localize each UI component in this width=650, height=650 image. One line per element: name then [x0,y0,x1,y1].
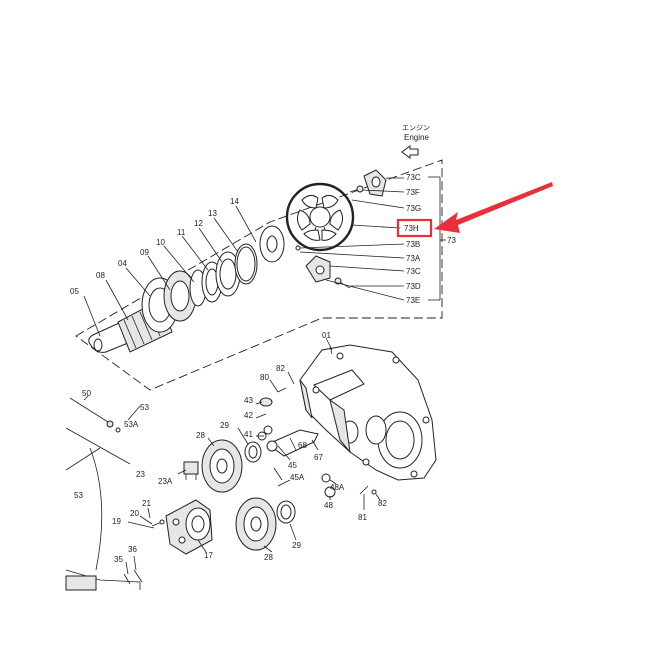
label-36: 36 [128,545,137,554]
label-21: 21 [142,499,151,508]
label-73A: 73A [406,254,421,263]
label-28-top: 28 [196,431,205,440]
label-48: 48 [324,501,333,510]
label-73D: 73D [406,282,421,291]
label-45A: 45A [290,473,305,482]
label-13: 13 [208,209,217,218]
label-14: 14 [230,197,239,206]
label-23A: 23A [158,477,173,486]
engine-mark: エンジン [402,125,430,132]
label-04: 04 [118,259,127,268]
label-73E: 73E [406,296,420,305]
label-82-bottom: 82 [378,499,387,508]
leader-lines-73 [299,176,446,301]
label-73H: 73H [404,224,419,233]
label-53-top: 53 [140,403,149,412]
label-05: 05 [70,287,79,296]
engine-label: Engine [404,133,429,142]
engine-arrow-icon [401,145,419,159]
seal-29-upper [244,441,262,463]
label-28-bottom: 28 [264,553,273,562]
label-82-top: 82 [276,364,285,373]
bolt-73F [349,185,364,193]
label-73C-top: 73C [406,173,421,182]
pump-17 [165,499,213,555]
label-50: 50 [82,389,91,398]
part-labels: 05 08 04 09 10 11 12 13 14 01 82 80 43 4… [70,197,387,564]
label-29-bottom: 29 [292,541,301,550]
label-42: 42 [244,411,253,420]
label-81: 81 [358,513,367,522]
flange-73C [363,169,387,197]
frame-partial [65,427,143,591]
highlight-arrow-icon [434,182,553,233]
label-19: 19 [112,517,121,526]
label-29-top: 29 [220,421,229,430]
coupling-circle [285,182,355,252]
label-73-group: 73 [447,236,456,245]
highlight-box [396,218,433,238]
label-17: 17 [204,551,213,560]
gear-28-upper [201,439,243,493]
seal-29-lower [276,500,296,524]
label-35: 35 [114,555,123,564]
flange-73A [305,255,331,283]
switch-23 [183,461,199,480]
label-73C-bottom: 73C [406,267,421,276]
label-23: 23 [136,470,145,479]
coupling-element [285,182,355,252]
label-67: 67 [314,453,323,462]
engine-direction: エンジン Engine [401,125,430,159]
lever-67-68 [266,429,319,457]
housing-01 [299,344,437,481]
shaft-assembly [88,225,285,353]
label-43: 43 [244,396,253,405]
leader-lines-parts [83,205,381,575]
label-73B: 73B [406,240,420,249]
label-53-left: 53 [74,491,83,500]
small-parts [69,387,377,527]
label-48A: 48A [330,483,345,492]
label-68: 68 [298,441,307,450]
label-80: 80 [260,373,269,382]
gear-28-lower [235,497,277,551]
label-12: 12 [194,219,203,228]
labels-73: 73C 73F 73G 73H 73B 73A 73C 73D 73E 73 [404,173,456,305]
label-08: 08 [96,271,105,280]
label-73F: 73F [406,188,420,197]
label-73G: 73G [406,204,421,213]
assembly-boundary [75,159,443,391]
label-10: 10 [156,238,165,247]
label-09: 09 [140,248,149,257]
label-53A: 53A [124,420,139,429]
label-20: 20 [130,509,139,518]
label-45: 45 [288,461,297,470]
washer-73B [295,245,301,251]
label-11: 11 [177,228,186,237]
label-01: 01 [322,331,331,340]
label-41: 41 [244,430,253,439]
